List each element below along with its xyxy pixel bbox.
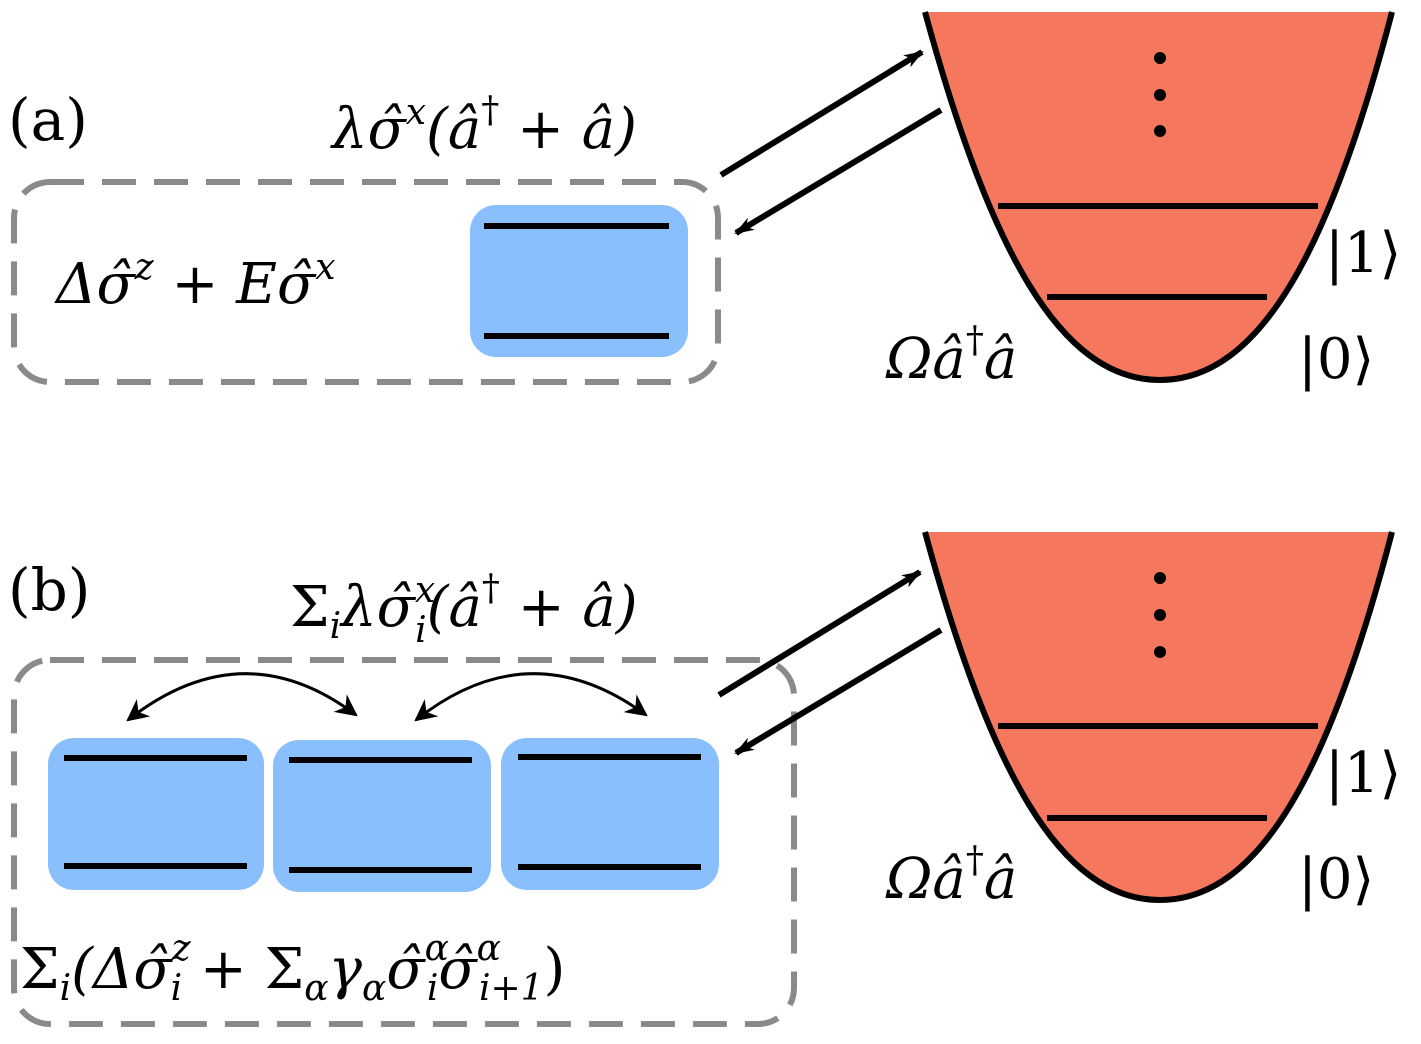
panel-a-arrow-to-system — [734, 107, 943, 236]
panel-b-level-0-label: |0⟩ — [1298, 847, 1374, 912]
panel-b-cavity-hamiltonian: Ωâ†â — [885, 840, 1017, 912]
panel-a-level-1-label: |1⟩ — [1325, 221, 1401, 286]
interaction-arrow-right — [414, 672, 648, 722]
panel-a-cavity — [922, 11, 1395, 384]
panel-b-qubit-chain — [48, 738, 719, 892]
qubit-box — [48, 738, 264, 890]
cavity-potential-well — [925, 532, 1392, 900]
panel-a: (a) Δσ̂z + Eσ̂x λσ̂x(â† + â) |1⟩ |0⟩ — [8, 11, 1401, 392]
ellipsis-dot — [1154, 125, 1166, 137]
panel-a-qubit — [470, 205, 688, 357]
cavity-potential-outline — [922, 11, 1395, 384]
cavity-potential-well — [925, 12, 1392, 380]
panel-b-system-box — [11, 657, 797, 1027]
panel-b-level-1-label: |1⟩ — [1325, 741, 1401, 806]
panel-a-arrow-to-cavity — [719, 49, 924, 178]
panel-b-arrow-to-system — [734, 627, 943, 756]
ellipsis-dot — [1154, 52, 1166, 64]
panel-b-arrow-to-cavity — [717, 569, 922, 698]
qubit-box — [501, 738, 719, 890]
ellipsis-dot — [1154, 646, 1166, 658]
panel-a-cavity-hamiltonian: Ωâ†â — [885, 320, 1017, 392]
interaction-arrow-left — [126, 672, 358, 722]
panel-a-system-box — [11, 179, 721, 385]
panel-a-coupling-term: λσ̂x(â† + â) — [330, 90, 637, 162]
qubit-box — [273, 740, 491, 892]
panel-a-system-hamiltonian: Δσ̂z + Eσ̂x — [54, 247, 336, 317]
qubit-box — [470, 205, 688, 357]
cavity-potential-outline — [922, 531, 1395, 904]
ellipsis-dot — [1154, 609, 1166, 621]
panel-a-label: (a) — [8, 86, 88, 154]
ellipsis-dot — [1154, 572, 1166, 584]
panel-b-label: (b) — [8, 556, 90, 624]
panel-a-level-0-label: |0⟩ — [1298, 327, 1374, 392]
panel-b-cavity — [922, 531, 1395, 904]
ellipsis-dot — [1154, 89, 1166, 101]
